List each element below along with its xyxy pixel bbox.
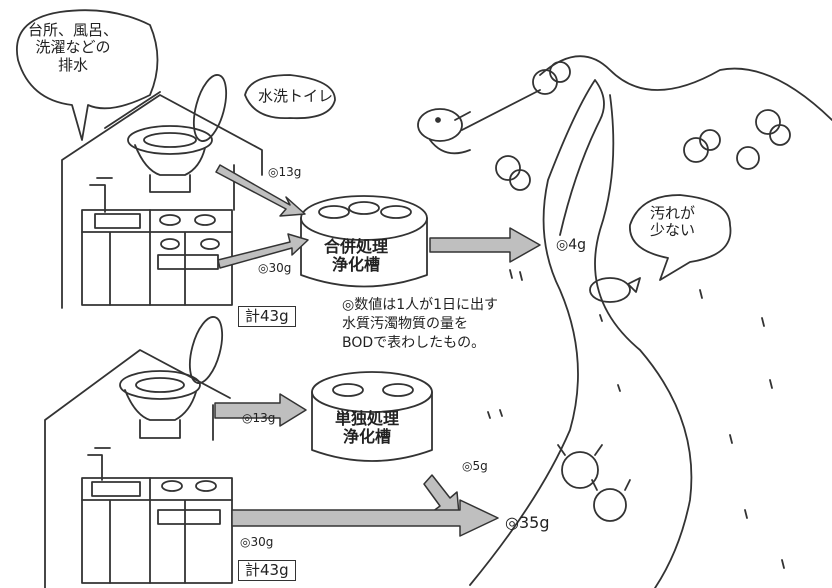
flush-toilet-bubble-outline xyxy=(244,74,336,120)
single-river-amount: ◎35g xyxy=(505,513,550,532)
arrow-toilet-to-single xyxy=(214,393,307,427)
bubble-line: 少ない xyxy=(650,221,696,240)
germ-icons xyxy=(557,444,631,522)
combined-total: 計43g xyxy=(238,306,296,328)
combined-drain-amount: ◎30g xyxy=(258,261,292,275)
river-right-bank xyxy=(594,94,693,588)
mountain-ridge xyxy=(539,55,832,121)
tank-label-line: 単独処理 xyxy=(335,409,400,428)
bubble-line: 洗濯などの xyxy=(35,38,111,57)
river-left-bank xyxy=(469,79,605,586)
combined-tank-icon xyxy=(300,195,428,288)
note-line: 水質汚濁物質の量を xyxy=(342,315,468,332)
upper-toilet-icon xyxy=(127,74,228,193)
less-dirty-bubble-outline xyxy=(629,194,732,281)
tank-label-line: 浄化槽 xyxy=(332,255,381,275)
note-line: BODで表わしたもの。 xyxy=(342,334,486,351)
combined-toilet-amount: ◎13g xyxy=(268,165,302,179)
bubble-line: 汚れが xyxy=(650,204,696,222)
upper-kitchen-icon xyxy=(81,177,233,306)
single-tank-output: ◎5g xyxy=(462,459,488,473)
arrow-drain-to-combined xyxy=(217,233,309,269)
lower-house-outline xyxy=(44,349,231,588)
arrow-combined-to-river xyxy=(429,227,541,263)
tank-label-line: 浄化槽 xyxy=(343,427,392,447)
tank-label-line: 合併処理 xyxy=(324,237,389,256)
grass-marks xyxy=(487,269,785,569)
upper-house-roofline xyxy=(104,91,161,129)
bubble-line: 台所、風呂、 xyxy=(28,21,119,39)
lower-toilet-icon xyxy=(119,316,224,439)
single-toilet-amount: ◎13g xyxy=(242,411,276,425)
less-dirty-bubble-text: 汚れが 少ない xyxy=(650,204,696,240)
bod-note: ◎数値は1人が1日に出す 水質汚濁物質の量を BODで表わしたもの。 xyxy=(342,296,498,353)
single-drain-amount: ◎30g xyxy=(240,535,274,549)
single-tank-label: 単独処理 浄化槽 xyxy=(335,409,400,447)
single-total: 計43g xyxy=(238,560,296,582)
arrow-drain-to-river xyxy=(231,499,499,537)
lower-kitchen-icon xyxy=(81,447,233,584)
bubble-line: 排水 xyxy=(58,55,89,74)
fish-icon xyxy=(589,277,641,303)
bird-icon xyxy=(417,89,541,155)
combined-output-amount: ◎4g xyxy=(556,237,587,253)
tree-icons xyxy=(495,61,791,191)
household-drain-bubble-text: 台所、風呂、 洗濯などの 排水 xyxy=(28,21,119,74)
flush-toilet-bubble-text: 水洗トイレ xyxy=(258,87,334,105)
note-line: ◎数値は1人が1日に出す xyxy=(342,297,499,313)
combined-tank-label: 合併処理 浄化槽 xyxy=(324,237,389,275)
single-tank-icon xyxy=(311,371,433,462)
household-drain-bubble-outline xyxy=(16,9,159,141)
arrow-toilet-to-combined xyxy=(215,164,306,217)
